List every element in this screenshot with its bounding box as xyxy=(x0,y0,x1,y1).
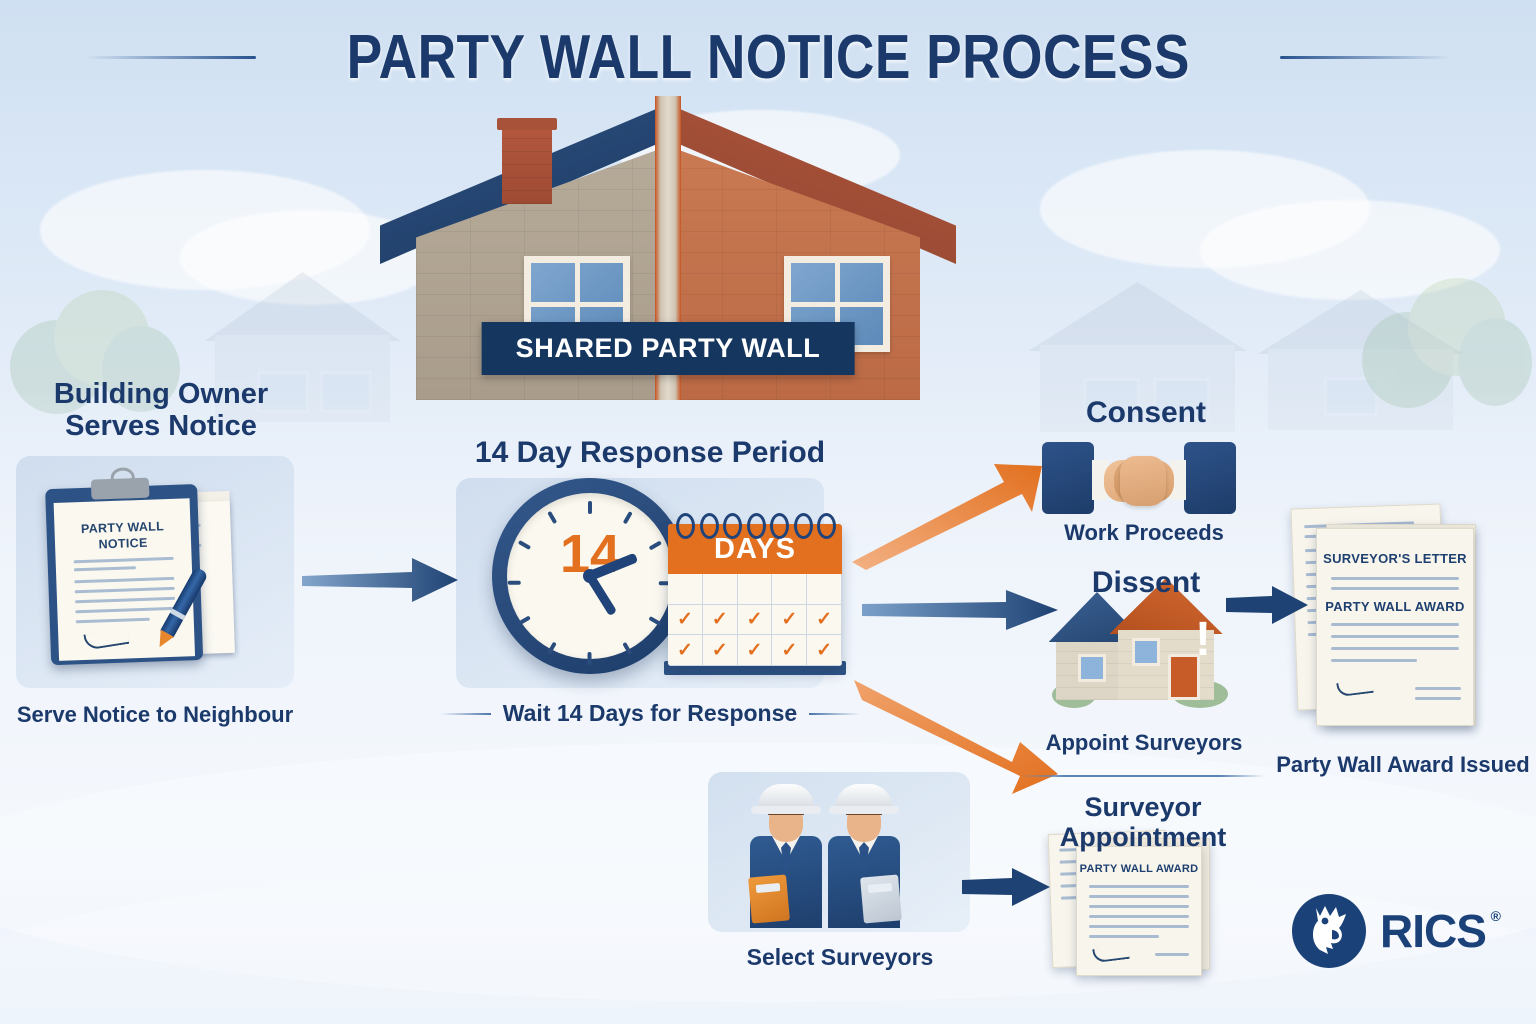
signature-mark xyxy=(1336,678,1374,698)
page-title: PARTY WALL NOTICE PROCESS xyxy=(346,23,1190,92)
section-divider xyxy=(1020,775,1264,777)
surveyor-person xyxy=(822,784,906,928)
calendar-cell: ✓ xyxy=(737,604,773,636)
semi-detached-house-illustration: SHARED PARTY WALL xyxy=(380,96,956,400)
calendar-cell: ✓ xyxy=(702,604,738,636)
arrow-serve-to-wait xyxy=(302,558,458,602)
chimney-icon xyxy=(497,118,557,204)
cloud-icon xyxy=(1200,200,1500,300)
calendar-cell: ✓ xyxy=(668,604,703,636)
rics-lion-emblem-icon xyxy=(1292,894,1366,968)
rics-wordmark-text: RICS xyxy=(1380,905,1487,957)
serve-notice-heading: Building Owner Serves Notice xyxy=(16,378,306,443)
calendar-cell: ✓ xyxy=(737,635,773,666)
dissent-caption: Appoint Surveyors xyxy=(1034,730,1254,756)
arrow-to-select-surveyors xyxy=(854,680,1058,794)
calendar-cell: ✓ xyxy=(702,635,738,666)
clock-icon: 14 xyxy=(492,478,688,674)
appointment-doc-title: PARTY WALL AWARD xyxy=(1079,863,1199,875)
consent-heading: Consent xyxy=(1086,396,1206,429)
award-doc-title-line2: PARTY WALL AWARD xyxy=(1325,599,1465,614)
serve-notice-caption: Serve Notice to Neighbour xyxy=(16,702,294,728)
arrow-to-surveyor-appointment xyxy=(962,868,1050,906)
arrow-to-dissent xyxy=(862,590,1058,630)
surveyor-appointment-document-stack: PARTY WALL AWARD xyxy=(1046,828,1246,978)
calendar-cell xyxy=(668,574,703,605)
award-caption-text: Party Wall Award Issued xyxy=(1276,752,1530,777)
calendar-cell: ✓ xyxy=(807,635,842,666)
clock-hub xyxy=(583,569,597,583)
serve-notice-heading-line1: Building Owner xyxy=(53,378,269,410)
calendar-cell: ✓ xyxy=(807,604,842,636)
handshake-icon xyxy=(1042,438,1236,524)
title-rule-right xyxy=(1280,56,1451,59)
arrow-to-award xyxy=(1226,586,1308,624)
title-bar: PARTY WALL NOTICE PROCESS xyxy=(0,22,1536,93)
award-caption: Party Wall Award Issued xyxy=(1276,752,1530,778)
signature-mark xyxy=(83,627,130,651)
calendar-cell xyxy=(772,574,808,605)
rics-logo: RICS ® xyxy=(1292,894,1501,968)
select-surveyors-caption: Select Surveyors xyxy=(700,944,980,971)
hard-hat-icon xyxy=(751,784,821,814)
signature-mark xyxy=(1092,944,1130,964)
calendar-cell: ✓ xyxy=(772,635,808,666)
calendar-icon: DAYS ✓ ✓ ✓ ✓ ✓ ✓ ✓ ✓ ✓ ✓ xyxy=(664,513,846,675)
background-house xyxy=(1256,290,1465,430)
serve-notice-caption-text: Serve Notice to Neighbour xyxy=(16,702,294,727)
caption-rule-left xyxy=(440,712,491,715)
award-document-stack: SURVEYOR'S LETTER PARTY WALL AWARD xyxy=(1290,503,1502,738)
calendar-rings xyxy=(676,513,836,539)
calendar-cell xyxy=(737,574,773,605)
consent-caption-text: Work Proceeds xyxy=(1064,520,1224,545)
rics-wordmark: RICS ® xyxy=(1380,904,1501,958)
clipboard-icon xyxy=(748,874,790,924)
calendar-cell: ✓ xyxy=(772,604,808,636)
clipboard-icon xyxy=(860,874,902,924)
surveyors-icon xyxy=(744,778,924,928)
shared-party-wall-banner: SHARED PARTY WALL xyxy=(481,322,855,375)
dissent-heading: Dissent xyxy=(1091,566,1201,599)
surveyor-person xyxy=(744,784,828,928)
response-period-heading: 14 Day Response Period xyxy=(474,436,826,469)
serve-notice-heading-line2: Serves Notice xyxy=(65,410,257,443)
two-houses-icon: ! xyxy=(1048,578,1240,714)
calendar-cell xyxy=(807,574,842,605)
calendar-cell: ✓ xyxy=(668,635,703,666)
registered-mark: ® xyxy=(1490,908,1501,924)
hard-hat-icon xyxy=(829,784,899,814)
alert-exclamation-icon: ! xyxy=(1195,613,1211,666)
calendar-cell xyxy=(702,574,738,605)
notice-title-line2: NOTICE xyxy=(98,535,148,552)
dissent-caption-text: Appoint Surveyors xyxy=(1045,730,1243,755)
house-right: ! xyxy=(1109,578,1223,700)
title-rule-left xyxy=(85,56,256,59)
award-doc-title-line1: SURVEYOR'S LETTER xyxy=(1323,551,1467,566)
arrow-to-consent xyxy=(852,464,1042,570)
response-period-caption: Wait 14 Days for Response xyxy=(440,700,860,727)
consent-caption: Work Proceeds xyxy=(1038,520,1250,546)
lion-glyph xyxy=(1313,906,1346,954)
clipboard-clamp xyxy=(90,477,150,500)
clock-face: 14 xyxy=(507,493,673,665)
caption-rule-right xyxy=(809,712,860,715)
party-wall-notice-clipboard: PARTY WALL NOTICE xyxy=(45,475,237,666)
response-period-caption-text: Wait 14 Days for Response xyxy=(502,700,798,726)
select-surveyors-caption-text: Select Surveyors xyxy=(746,944,934,970)
calendar-header-label: DAYS xyxy=(668,524,842,574)
surveyor-appointment-heading: Surveyor Appointment xyxy=(1059,792,1227,853)
calendar-grid: ✓ ✓ ✓ ✓ ✓ ✓ ✓ ✓ ✓ ✓ xyxy=(668,574,842,666)
